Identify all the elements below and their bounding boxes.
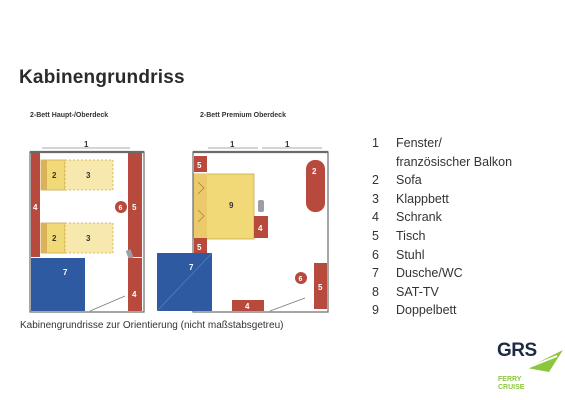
logo-line2: CRUISE (498, 384, 525, 391)
right-table-top (194, 156, 207, 172)
left-wardrobe-bottom (128, 258, 142, 311)
right-floor-plan: 1 1 5 9 4 5 2 7 6 5 4 (156, 140, 329, 313)
left-wardrobe-column (31, 153, 40, 257)
right-table-right-marker: 5 (318, 283, 323, 292)
right-window-marker-right: 1 (285, 140, 290, 149)
plan-caption: Kabinengrundrisse zur Orientierung (nich… (20, 320, 284, 331)
left-sofa-bottom-back (41, 223, 47, 253)
left-chair (115, 201, 127, 213)
left-plan-label: 2-Bett Haupt-/Oberdeck (30, 112, 109, 119)
right-wardrobe-beside-bed (254, 216, 268, 238)
page-title: Kabinengrundriss (19, 67, 185, 88)
left-door (89, 295, 126, 312)
right-table-left-marker: 5 (197, 243, 202, 252)
legend-item-continuation: französischer Balkon (396, 154, 513, 169)
left-floor-plan: 1 4 2 3 2 3 5 6 7 4 (29, 140, 145, 313)
right-chair-marker: 6 (299, 276, 303, 283)
right-table-left (194, 238, 207, 254)
right-wardrobe-bottom-marker: 4 (245, 302, 250, 311)
left-sofa-top-marker: 2 (52, 171, 57, 180)
right-bed-headboard (194, 174, 207, 239)
right-plan-label: 2-Bett Premium Oberdeck (200, 112, 286, 119)
left-sofa-bottom-marker: 2 (52, 234, 57, 243)
right-window-marker-left: 1 (230, 140, 235, 149)
left-wardrobe-marker: 4 (33, 203, 38, 212)
right-sofa (306, 160, 325, 212)
right-door (269, 297, 306, 312)
left-tv (125, 249, 134, 260)
right-wardrobe-bottom (232, 300, 264, 311)
right-shower-marker: 7 (189, 263, 194, 272)
right-wardrobe-marker: 4 (258, 224, 263, 233)
logo-text: GRS (497, 340, 537, 361)
left-chair-marker: 6 (119, 205, 123, 212)
left-foldbed-top (64, 159, 114, 191)
right-tv (258, 200, 264, 212)
left-sofa-top-back (41, 160, 47, 190)
right-pillow-bottom (197, 209, 205, 223)
right-pillow-top (197, 181, 205, 195)
left-table-column (128, 153, 142, 257)
logo-line1: FERRY (498, 376, 522, 383)
left-shower (31, 258, 85, 311)
left-wardrobe-bottom-marker: 4 (132, 290, 137, 299)
right-table-top-marker: 5 (197, 161, 202, 170)
right-sofa-marker: 2 (312, 167, 317, 176)
left-foldbed-bottom (64, 222, 114, 254)
right-table-right (314, 263, 327, 309)
left-foldbed-bottom-marker: 3 (86, 234, 91, 243)
left-shower-marker: 7 (63, 268, 68, 277)
left-foldbed-top-marker: 3 (86, 171, 91, 180)
right-chair (295, 272, 307, 284)
left-table-marker: 5 (132, 203, 137, 212)
grs-ferry-cruise-logo: GRS FERRY CRUISE (497, 340, 565, 400)
left-window-marker: 1 (84, 140, 89, 149)
right-double-bed-marker: 9 (229, 201, 234, 210)
logo-swoosh-icon (516, 350, 563, 373)
right-shower-divider (156, 252, 213, 312)
